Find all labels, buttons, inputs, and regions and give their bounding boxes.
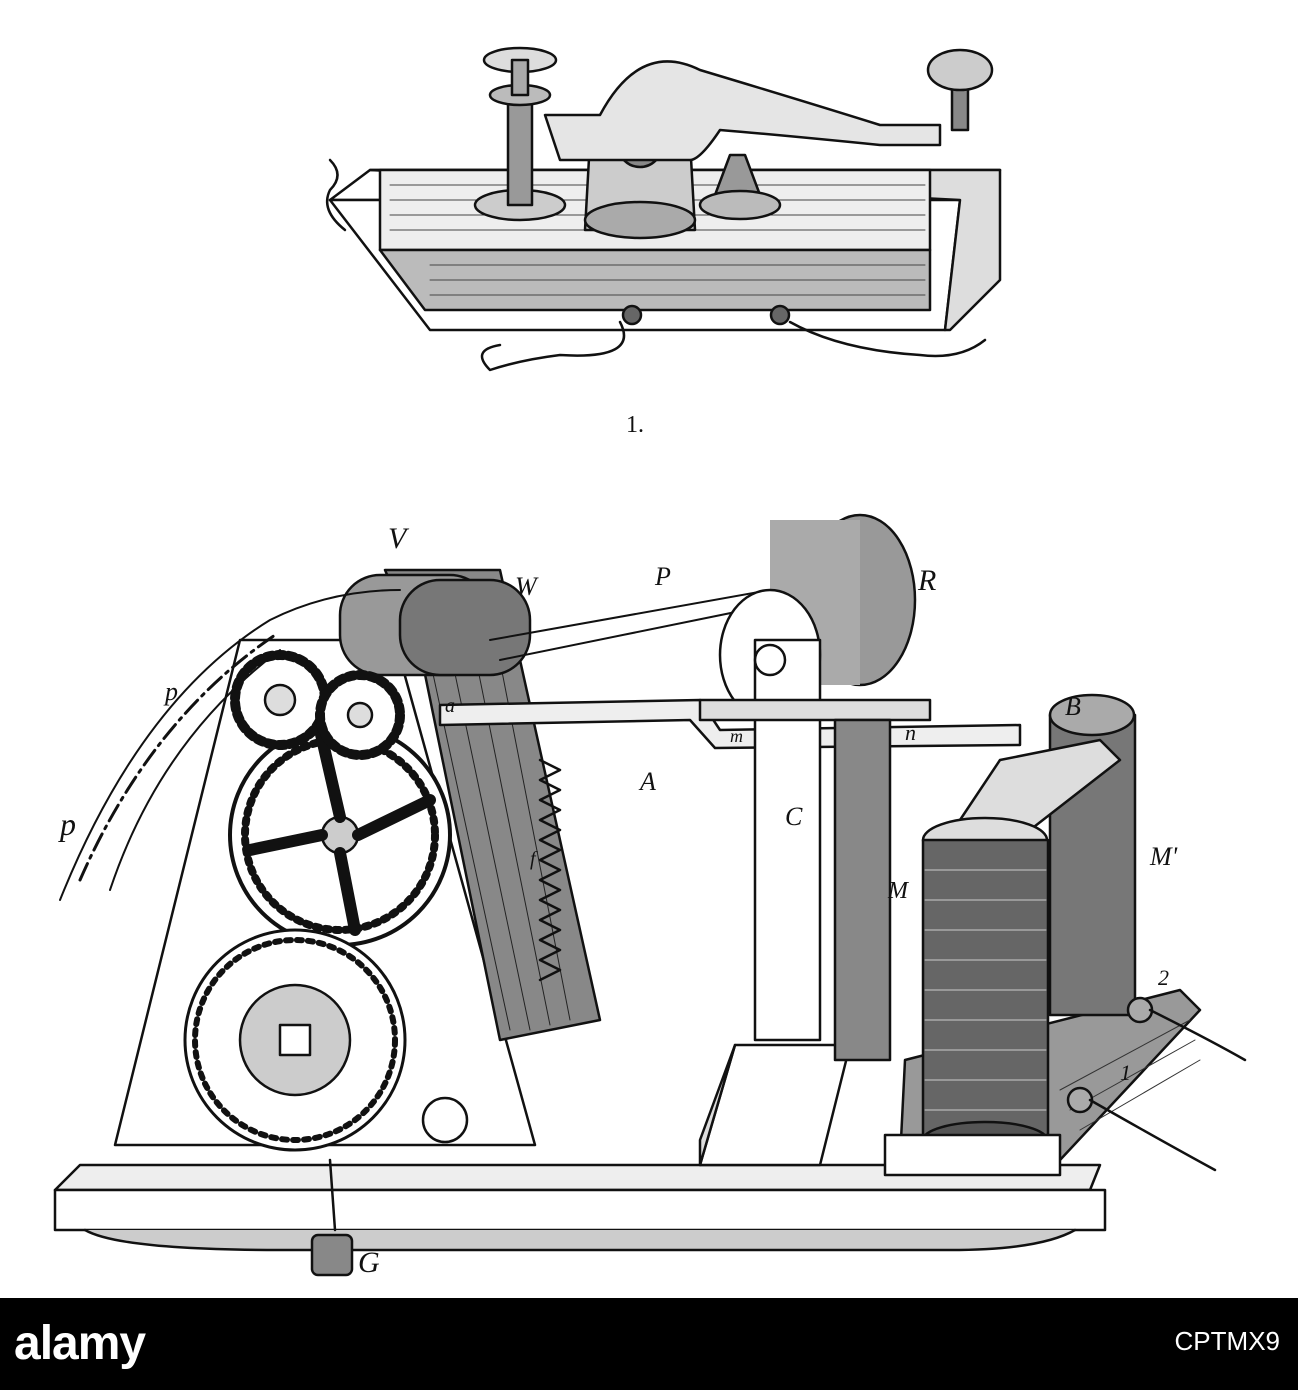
label-C: C (785, 802, 803, 831)
label-a: a (445, 695, 455, 717)
image-id: CPTMX9 (1174, 1326, 1280, 1356)
watermark-footer: alamy CPTMX9 (0, 1298, 1298, 1390)
label-M: M (887, 878, 910, 904)
alamy-logo: alamy (14, 1317, 146, 1370)
label-1: 1 (1120, 1060, 1131, 1085)
label-p-upper: p (163, 677, 178, 706)
label-R: R (917, 564, 936, 597)
label-M-prime: M' (1149, 842, 1178, 871)
label-m: m (730, 726, 743, 746)
label-n: n (905, 720, 916, 745)
label-P-upper: P (654, 562, 671, 591)
label-p-lower: p (58, 806, 76, 842)
label-V: V (388, 522, 410, 555)
label-G: G (358, 1246, 380, 1279)
label-A: A (638, 767, 656, 796)
engraving-plate: V W P R p p a A m n B C M M' f 2 1 G 1. (53, 46, 1247, 1279)
label-f: f (530, 848, 538, 870)
telegraph-illustration: V W P R p p a A m n B C M M' f 2 1 G (53, 46, 1247, 1279)
label-2: 2 (1158, 965, 1169, 990)
label-W: W (515, 572, 539, 601)
morse-key-figure (325, 46, 1002, 372)
label-B: B (1065, 692, 1081, 721)
morse-register-figure (53, 513, 1247, 1277)
part-labels: V W P R p p a A m n B C M M' f 2 1 G (58, 522, 1178, 1279)
figure-number: 1. (626, 412, 644, 438)
